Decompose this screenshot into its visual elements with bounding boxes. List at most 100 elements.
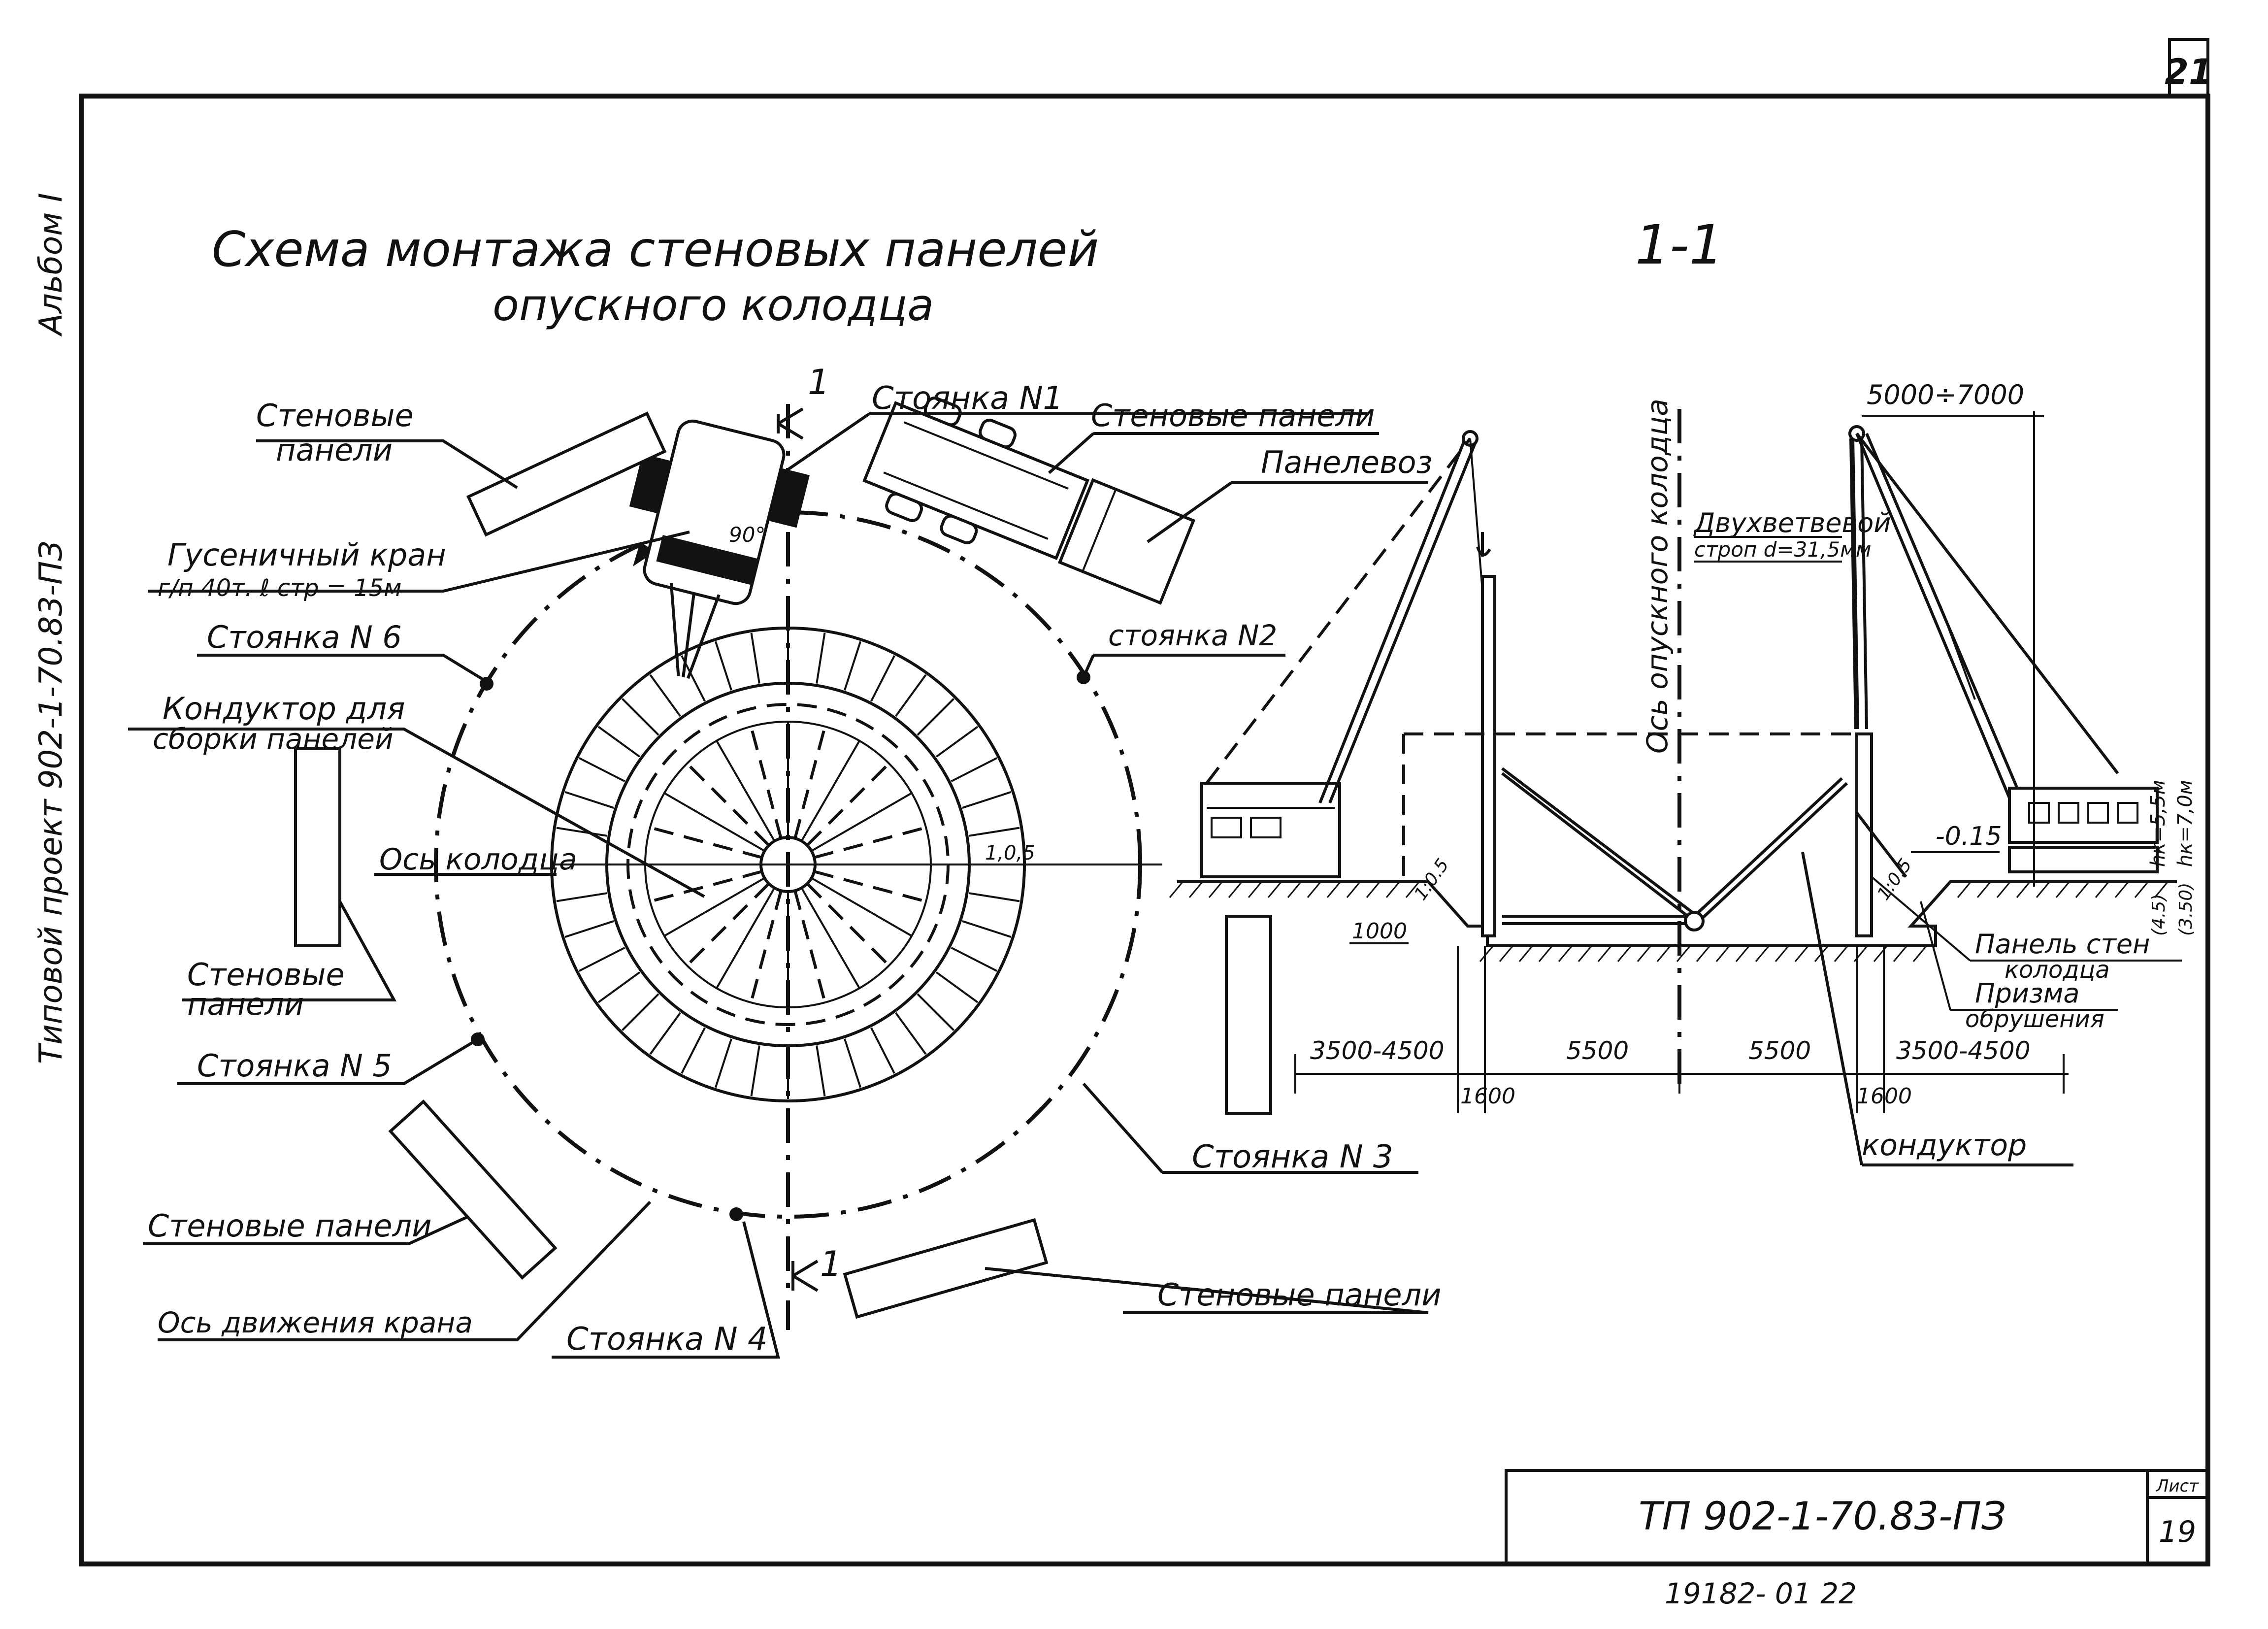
label-stand-5: Стоянка N 5 <box>197 1048 392 1084</box>
jig-spoke <box>814 870 926 903</box>
hatch-stroke <box>1755 946 1769 962</box>
jig-spoke <box>811 792 913 852</box>
dim-4: 5500 <box>1748 1036 1811 1065</box>
side-project: Типовой проект 902-1-70.83-ПЗ <box>33 541 69 1064</box>
hatch-stroke <box>1794 946 1808 962</box>
hatch-stroke <box>1307 882 1321 898</box>
hatch-stroke <box>1996 882 2010 898</box>
hatch-stroke <box>1637 946 1651 962</box>
hatch-stroke <box>1169 882 1183 898</box>
panel-joint <box>564 791 614 809</box>
hatch-stroke <box>2154 882 2168 898</box>
section-view: 1-1 <box>1169 213 2197 1166</box>
hatch-stroke <box>1208 882 1222 898</box>
panel-joint <box>681 1027 706 1074</box>
jig-spoke <box>716 740 776 842</box>
hatch-stroke <box>1656 946 1671 962</box>
label-slope-right: 1:0.5 <box>1874 855 1916 904</box>
label-level-015: -0.15 <box>1936 822 2002 851</box>
hatch-stroke <box>1267 882 1282 898</box>
hatch-stroke <box>1558 946 1572 962</box>
dim-5: 1600 <box>1857 1084 1912 1109</box>
dim-6: 3500-4500 <box>1896 1036 2031 1065</box>
label-panel-carrier: Панелевоз <box>1261 444 1433 480</box>
stand-4-dot <box>729 1207 743 1221</box>
label-wall-panels-tl-1: Стеновые <box>256 398 414 433</box>
label-prism-1: Призма <box>1975 978 2080 1009</box>
label-stand-3: Стоянка N 3 <box>1192 1139 1393 1175</box>
label-crane-axis: Ось движения крана <box>158 1306 473 1339</box>
jig-spoke <box>750 726 783 839</box>
panel-joint <box>895 674 927 717</box>
hatch-stroke <box>2016 882 2030 898</box>
label-jig: кондуктор <box>1862 1128 2027 1163</box>
label-crawler-crane-2: г/п 40т. ℓ стр = 15м <box>158 574 402 602</box>
frame: 21 ТП 902-1-70.83-ПЗ Лист 19 19182- 01 2… <box>33 38 2213 1610</box>
hatch-stroke <box>1893 946 1907 962</box>
hatch-stroke <box>2055 882 2070 898</box>
panel-joint <box>870 1027 895 1074</box>
label-stand-1: Стоянка N1 <box>872 380 1063 417</box>
panel-joint <box>564 920 614 938</box>
panel-stack-bottomleft <box>388 1099 558 1280</box>
plan-leaders: Стеновые панели Стоянка N1 Стеновые пане… <box>128 380 1442 1359</box>
hatch-stroke <box>1287 882 1301 898</box>
jig-spoke <box>686 882 770 967</box>
hatch-stroke <box>2095 882 2109 898</box>
panel-joint <box>962 791 1012 809</box>
inventory-number: 19182- 01 22 <box>1665 1577 1857 1610</box>
jig-spoke <box>663 792 765 852</box>
jig-spoke <box>800 740 860 842</box>
hatch-stroke <box>1385 882 1400 898</box>
hatch-stroke <box>1912 946 1927 962</box>
panel-joint <box>622 698 659 736</box>
plan-title-line2: опускного колодца <box>493 280 934 331</box>
section-crane-left <box>1200 430 1491 878</box>
dim-3: 5500 <box>1566 1036 1629 1065</box>
hatch-stroke <box>1735 946 1749 962</box>
panel-joint <box>715 641 732 691</box>
label-hk1: hк=5,5м <box>2147 780 2169 867</box>
hatch-stroke <box>1228 882 1242 898</box>
panel-joint <box>969 827 1020 837</box>
hatch-stroke <box>1248 882 1262 898</box>
panel-joint <box>969 892 1020 902</box>
panel-joint <box>556 827 607 837</box>
well-section <box>1402 409 1873 1084</box>
label-lev1: (4.5) <box>2149 894 2169 936</box>
plan-view: Схема монтажа стеновых панелей опускного… <box>128 222 1442 1359</box>
label-lev2: (3.50) <box>2176 883 2196 936</box>
panel-joint <box>649 674 681 717</box>
jig-spoke <box>650 870 762 903</box>
jig-spoke <box>811 877 913 937</box>
dim-2: 1600 <box>1460 1084 1515 1109</box>
jig-spoke <box>650 826 762 859</box>
panel-joint <box>917 698 954 736</box>
label-well-axis: Ось колодца <box>379 842 577 877</box>
panel-joint <box>578 947 625 972</box>
panel-joint <box>649 1012 681 1055</box>
hatch-stroke <box>2036 882 2050 898</box>
hatch-stroke <box>1538 946 1552 962</box>
stamp-list-number: 19 <box>2159 1515 2196 1549</box>
sheet-number: 21 <box>2165 52 2212 92</box>
panel-carrier-truck <box>862 397 1196 605</box>
panel-joint <box>750 632 760 684</box>
panel-joint <box>622 993 659 1031</box>
side-album: Альбом I <box>33 193 69 337</box>
stamp-list-label: Лист <box>2155 1476 2199 1496</box>
hatch-stroke <box>1346 882 1360 898</box>
hatch-stroke <box>1976 882 1991 898</box>
label-well-axis-vertical: Ось опускного колодца <box>1641 399 1674 754</box>
panel-stack-right <box>1225 915 1272 1115</box>
label-stand-4: Стоянка N 4 <box>566 1321 768 1358</box>
label-stand-2: стоянка N2 <box>1108 619 1277 652</box>
panel-joint <box>951 947 998 972</box>
hatch-stroke <box>1696 946 1710 962</box>
label-jig-1: Кондуктор для <box>163 691 405 727</box>
dim-1: 3500-4500 <box>1310 1036 1445 1065</box>
label-slope-left: 1:0.5 <box>1411 855 1453 904</box>
hatch-stroke <box>1405 882 1419 898</box>
panel-stack-left <box>294 747 341 947</box>
